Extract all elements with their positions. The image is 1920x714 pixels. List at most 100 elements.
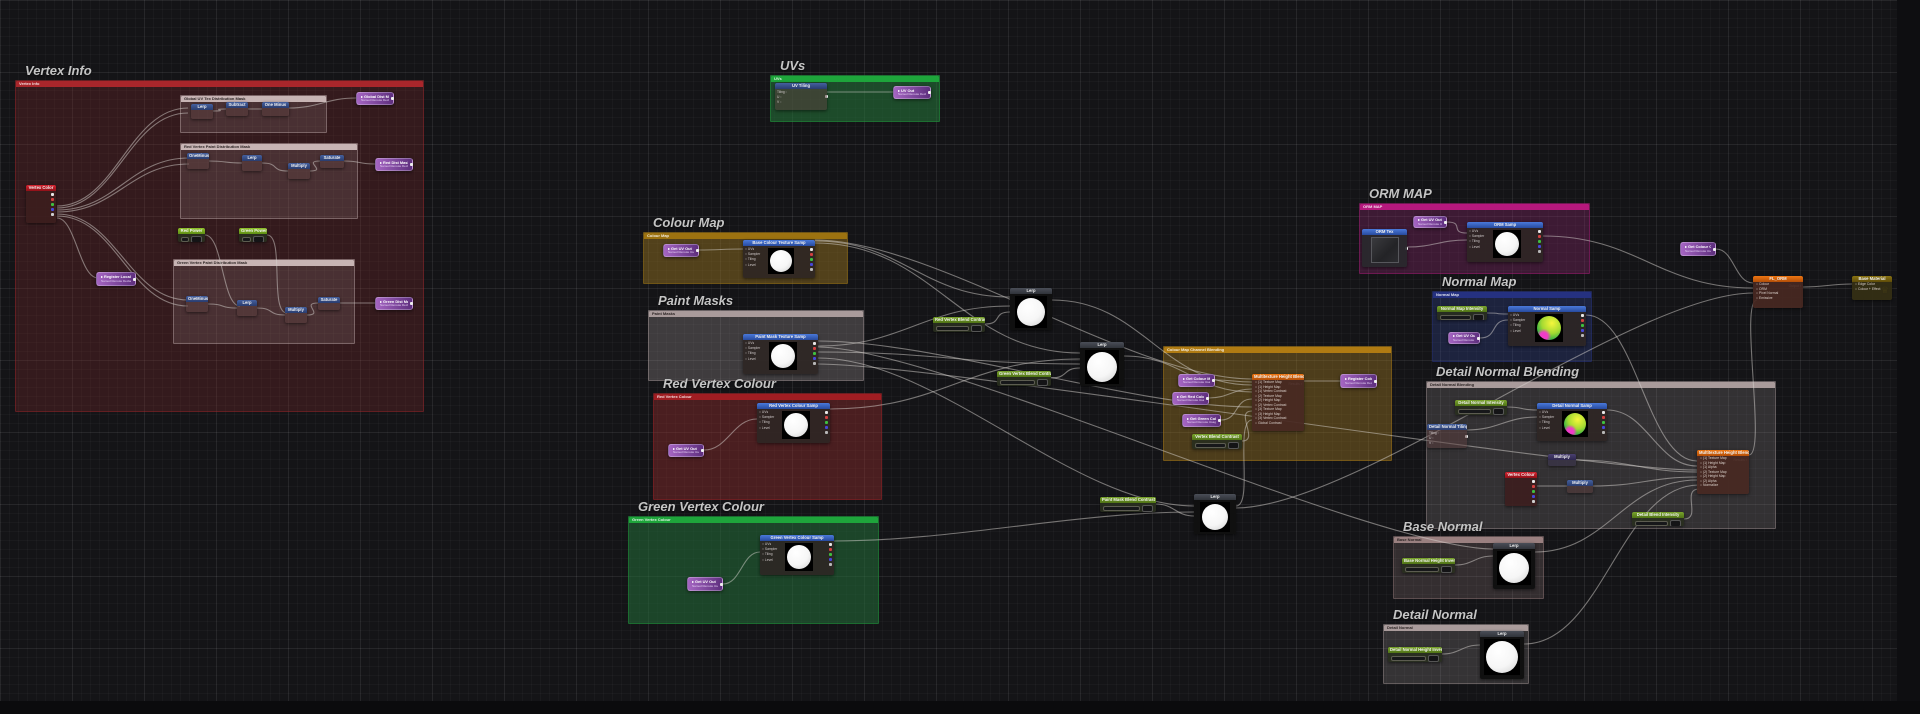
node-tex-paint[interactable]: Paint Mask Texture Samp○ UVs○ Sampler○ T…: [743, 334, 818, 374]
output-pin[interactable]: [1601, 421, 1605, 424]
pin-level[interactable]: ○ Level: [1469, 244, 1480, 249]
param-slider-row[interactable]: [1455, 406, 1507, 415]
param-row[interactable]: V ▫: [1429, 441, 1434, 446]
output-pins[interactable]: [809, 246, 815, 278]
param-slider[interactable]: [181, 236, 189, 242]
output-pin[interactable]: [809, 258, 813, 261]
param-value[interactable]: [1037, 379, 1048, 386]
output-pin[interactable]: [1538, 250, 1541, 253]
input-pins[interactable]: ○ UVs○ Sampler○ Tiling○ Level: [743, 246, 761, 278]
param-value[interactable]: [1670, 520, 1681, 526]
fn-input-pin[interactable]: ○ Global Contrast: [1255, 420, 1282, 425]
node-lerp-2[interactable]: Lerp: [1080, 342, 1124, 386]
node-node-base-material[interactable]: Base Material♛○ Edge Color○ Colour + Eff…: [1852, 276, 1892, 300]
output-pins[interactable]: [1537, 228, 1543, 262]
node-fn-detail-blend[interactable]: Multitexture Height BlendingResults ▪○ (…: [1697, 450, 1749, 494]
pin-sampler[interactable]: ○ Sampler: [1469, 234, 1485, 239]
output-pin[interactable]: [51, 208, 54, 211]
node-lerp-3[interactable]: Lerp: [1194, 494, 1236, 534]
param-row[interactable]: Tiling ▫: [777, 90, 787, 94]
param-slider-row[interactable]: [1402, 564, 1455, 573]
output-pin[interactable]: [410, 302, 413, 305]
node-vertex-color[interactable]: Vertex Color: [26, 185, 56, 223]
node-param-red-power[interactable]: Red Power: [178, 228, 205, 242]
node-reroute-get-colourmap[interactable]: ▸ Get Colour MapNamed Reroute Usage: [1178, 374, 1215, 387]
node-subtract-uv[interactable]: Subtract: [226, 102, 248, 116]
fn-input-pin[interactable]: ○ ORM: [1756, 286, 1767, 291]
group-strip-orm-map[interactable]: ORM MAP: [1360, 204, 1589, 210]
material-input-pin[interactable]: ○ Colour + Effect: [1855, 286, 1881, 291]
input-pins[interactable]: ○ UVs○ Sampler○ Tiling○ Level: [1467, 228, 1485, 262]
material-input-pin[interactable]: ○ Edge Color: [1855, 282, 1875, 286]
output-pins[interactable]: [828, 541, 834, 575]
param-slider-row[interactable]: [1100, 503, 1156, 512]
node-reroute-vertex-aux[interactable]: ▸ Register Local VarNamed Reroute Declar…: [96, 272, 136, 286]
output-pin[interactable]: [825, 431, 828, 434]
param-slider-row[interactable]: [933, 323, 985, 332]
node-param-vertex-blend-contrast[interactable]: Vertex Blend Contrast: [1192, 434, 1242, 449]
pin-level[interactable]: ○ Level: [759, 425, 770, 430]
fn-input-pin[interactable]: ○ Emissive: [1756, 295, 1773, 300]
pin-tiling[interactable]: ○ Tiling: [1510, 323, 1521, 328]
output-pin[interactable]: [1601, 416, 1605, 419]
pin-sampler[interactable]: ○ Sampler: [762, 547, 778, 552]
output-pin[interactable]: [1601, 426, 1605, 429]
pin-tiling[interactable]: ○ Tiling: [745, 257, 756, 262]
param-slider-row[interactable]: [1192, 440, 1242, 449]
output-pin[interactable]: [1532, 500, 1535, 503]
node-oneminus-uv[interactable]: One Minus: [262, 102, 289, 116]
param-value[interactable]: [1441, 566, 1452, 573]
param-slider[interactable]: [936, 325, 969, 331]
group-strip-green-vertex-colour[interactable]: Green Vertex Colour: [629, 517, 878, 523]
param-slider[interactable]: [1391, 655, 1426, 661]
output-pin[interactable]: [1477, 336, 1480, 340]
pin-uvs[interactable]: ○ UVs: [1539, 410, 1549, 414]
param-value[interactable]: [1493, 408, 1504, 415]
node-saturate-green[interactable]: Saturate: [318, 297, 340, 310]
node-param-dn-intensity[interactable]: Detail Normal Intensity: [1455, 400, 1507, 415]
output-pins[interactable]: [824, 409, 830, 443]
group-strip-colour-map[interactable]: Colour Map: [644, 233, 847, 239]
output-pin[interactable]: [1713, 247, 1716, 251]
param-slider[interactable]: [1458, 408, 1491, 414]
pin-level[interactable]: ○ Level: [745, 356, 756, 361]
param-value[interactable]: [1428, 655, 1439, 662]
input-pins[interactable]: ○ UVs○ Sampler○ Tiling○ Level: [757, 409, 775, 443]
group-strip-red-vertex-colour[interactable]: Red Vertex Colour: [654, 394, 881, 400]
fn-input-pin[interactable]: ○ Pixel Normal: [1756, 291, 1779, 295]
node-lerp-red[interactable]: Lerp: [242, 155, 262, 171]
output-pin[interactable]: [1580, 319, 1584, 322]
pin-tiling[interactable]: ○ Tiling: [759, 420, 770, 425]
output-pin[interactable]: [1601, 431, 1605, 434]
node-tex-orm[interactable]: ORM Samp○ UVs○ Sampler○ Tiling○ Level: [1467, 222, 1543, 262]
node-lerp-green[interactable]: Lerp: [237, 300, 257, 316]
output-pin[interactable]: [812, 342, 816, 345]
node-param-red-blend-contrast[interactable]: Red Vertex Blend Contrast: [933, 317, 985, 332]
node-tex-colour[interactable]: Base Colour Texture Samp○ UVs○ Sampler○ …: [743, 240, 815, 278]
output-pin[interactable]: [1538, 235, 1541, 238]
param-value[interactable]: [1142, 505, 1153, 512]
input-pins[interactable]: ○ UVs○ Sampler○ Tiling○ Level: [760, 541, 778, 575]
output-pin[interactable]: [391, 97, 394, 100]
node-param-nm-intensity[interactable]: Normal Map Intensity: [1437, 306, 1487, 320]
fn-input-pin[interactable]: ○ Normalize: [1700, 483, 1719, 487]
output-pin[interactable]: [809, 253, 813, 256]
output-pin[interactable]: [1212, 379, 1215, 382]
output-pin[interactable]: [825, 416, 828, 419]
output-pins[interactable]: [26, 191, 56, 216]
output-pin[interactable]: [1580, 324, 1584, 327]
node-fn-channel-blend[interactable]: Multitexture Height BlendingResults ▪○ (…: [1252, 374, 1304, 431]
node-tex-normal[interactable]: Normal Samp○ UVs○ Sampler○ Tiling○ Level: [1508, 306, 1586, 346]
output-pin[interactable]: [1532, 495, 1535, 498]
node-lerp-uv[interactable]: Lerp: [191, 104, 213, 119]
output-pins[interactable]: [1505, 478, 1537, 503]
node-oneminus-red[interactable]: OneMinus: [187, 153, 209, 169]
input-pins[interactable]: ○ UVs○ Sampler○ Tiling○ Level: [1508, 312, 1526, 346]
